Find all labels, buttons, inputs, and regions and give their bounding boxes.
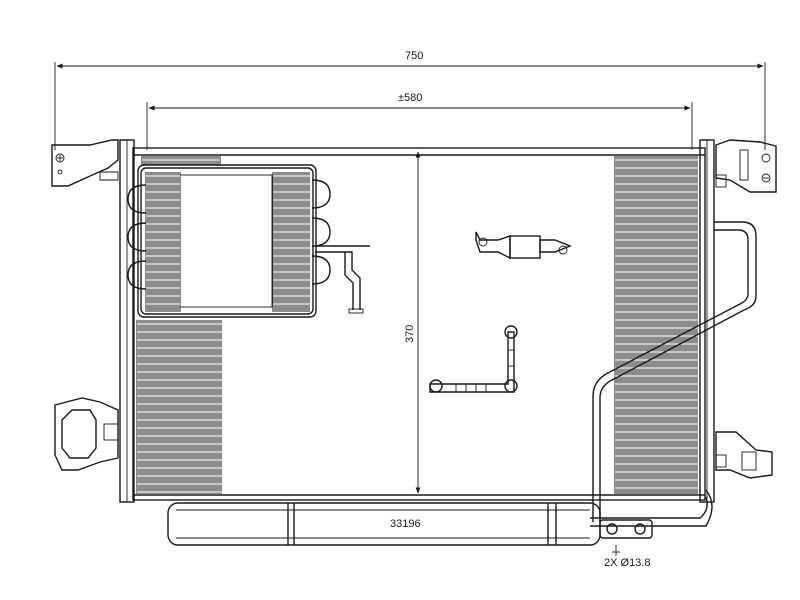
upper-bracket — [475, 231, 572, 260]
pipe-fitting — [599, 519, 653, 556]
core-width-dimension: ±580 — [146, 92, 693, 150]
part-number-label: 33196 — [390, 518, 421, 530]
right-bottom-mount — [715, 431, 773, 479]
fin-field-left-top — [141, 156, 221, 165]
fin-field-right — [614, 156, 698, 494]
hole-note-label: 2X Ø13.8 — [604, 557, 650, 569]
fin-field-left-bottom — [136, 320, 222, 494]
core-height-dimension: 370 — [404, 151, 421, 494]
lower-bracket — [429, 325, 518, 393]
receiver-drier: 33196 — [167, 502, 601, 546]
refrigerant-pipes — [590, 221, 757, 527]
left-bottom-mount — [54, 397, 119, 471]
overall-width-label: 750 — [405, 50, 423, 62]
auxiliary-cooler — [127, 164, 370, 318]
left-top-mount — [51, 139, 119, 187]
core-width-label: ±580 — [398, 92, 422, 104]
condenser-core — [119, 139, 715, 503]
right-top-mount — [715, 139, 777, 193]
overall-width-dimension: 750 — [54, 50, 766, 150]
core-height-label: 370 — [404, 325, 416, 343]
